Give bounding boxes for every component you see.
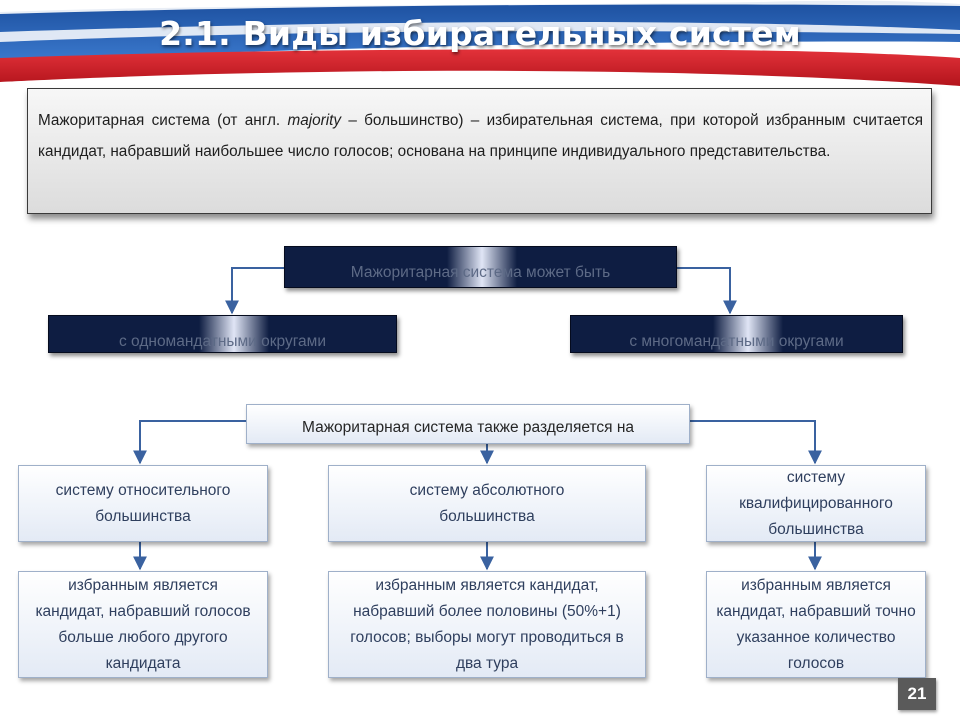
diagram2-root-label: Мажоритарная система также разделяется н… <box>301 419 634 436</box>
rule-label: избранным является кандидат, набравший г… <box>35 576 251 672</box>
slide-title: 2.1. Виды избирательных систем <box>159 14 801 53</box>
category-label: систему квалифицированного большинства <box>739 468 893 538</box>
diagram1-root-label: Мажоритарная система может быть <box>350 264 611 281</box>
category-label: системy относительного большинства <box>55 481 231 525</box>
category-label: систему абсолютного большинства <box>409 481 565 525</box>
definition-rest: – большинство) – избирательная система, … <box>38 112 923 160</box>
connector-right <box>676 267 737 315</box>
diagram1-left-label: с одномандатными округами <box>119 333 326 350</box>
rule-box: избранным является кандидат, набравший г… <box>18 571 268 678</box>
definition-keyword: majority <box>287 112 342 129</box>
rule-label: избранным является кандидат, набравший т… <box>716 576 916 672</box>
category-box: системy относительного большинства <box>18 465 268 542</box>
connector-cat1 <box>133 420 246 465</box>
diagram2-root-box: Мажоритарная система также разделяется н… <box>246 404 690 444</box>
diagram1-left-box: с одномандатными округами <box>48 315 397 353</box>
category-box: систему абсолютного большинства <box>328 465 646 542</box>
category-box: систему квалифицированного большинства <box>706 465 926 542</box>
diagram1-right-label: с многомандатными округами <box>629 333 844 350</box>
rule-box: избранным является кандидат, набравший б… <box>328 571 646 678</box>
diagram1-right-box: с многомандатными округами <box>570 315 903 353</box>
rule-label: избранным является кандидат, набравший б… <box>350 576 624 672</box>
definition-lead: Мажоритарная система (от англ. <box>38 112 288 129</box>
flag-banner <box>0 0 960 92</box>
connector-left <box>225 267 284 315</box>
page-number: 21 <box>898 678 936 710</box>
rule-box: избранным является кандидат, набравший т… <box>706 571 926 678</box>
connector-cat3 <box>690 420 822 465</box>
diagram1-root-box: Мажоритарная система может быть <box>284 246 677 288</box>
definition-box: Мажоритарная система (от англ. majority … <box>27 88 932 214</box>
